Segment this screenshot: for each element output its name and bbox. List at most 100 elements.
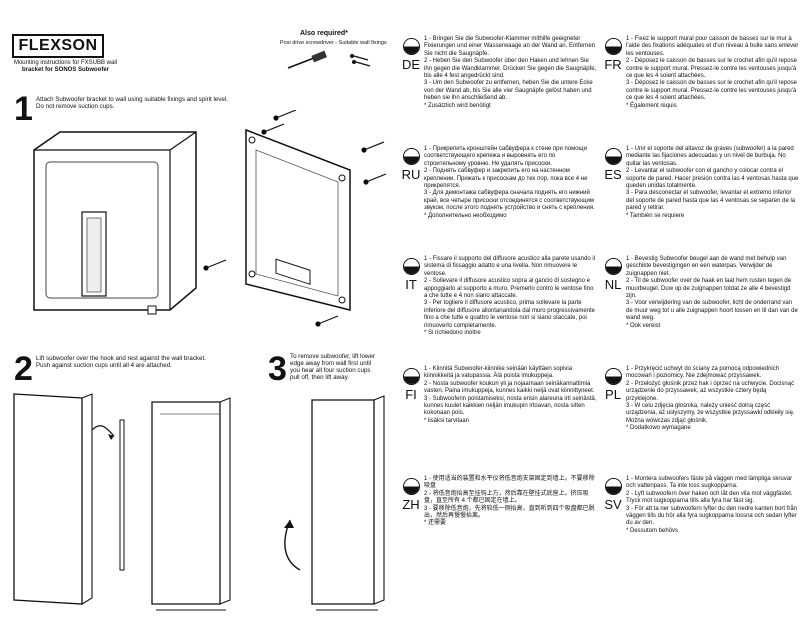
flag-icon	[605, 258, 622, 275]
language-code: FI	[405, 387, 417, 402]
language-text: 1 - Montera subwoofers fäste på väggen m…	[626, 476, 800, 535]
step-3-text-line-2: edge away from wall first until	[290, 360, 372, 367]
instruction-line: 3 - Déposez le caisson de basses sur le …	[626, 80, 797, 102]
brand-logo: FLEXSON	[12, 34, 104, 58]
language-text: 1 - Bevestig Subwoofer beugel aan de wan…	[626, 256, 800, 330]
instruction-line: 3 - Per togliere il diffusore acustico, …	[424, 300, 595, 329]
instruction-line: 2 - Sollevare il diffusore acustico sopr…	[424, 278, 594, 300]
instruction-line: * Dodatkowo wymagane	[626, 425, 691, 432]
instruction-line: 1 - Bringen Sie die Subwoofer-Klammer mi…	[424, 36, 595, 57]
flag-icon	[403, 478, 420, 495]
subtitle: Mounting instructions for FXSUBB wall br…	[8, 60, 123, 74]
language-code: DE	[401, 57, 421, 72]
instruction-line: 1 - Przykręcić uchwyt do ściany za pomoc…	[626, 366, 780, 380]
flag-icon	[605, 368, 622, 385]
step-1-text-line-2: Do not remove suction cups.	[36, 103, 115, 110]
language-code: SV	[604, 497, 622, 512]
flag-icon	[605, 478, 622, 495]
step-3-text-line-1: To remove subwoofer, lift lower	[290, 353, 375, 360]
instruction-line: * 还需要	[424, 520, 447, 527]
wall-bracket-drawing	[245, 128, 351, 311]
flag-icon	[403, 368, 420, 385]
instruction-line: * Si richiedono inoltre	[424, 330, 481, 337]
instruction-line: 3 - Subwooferin poistamiseksi, nosta ens…	[424, 395, 597, 417]
step-3-text-line-3: you hear all four suction cups	[290, 367, 371, 374]
also-required-title: Also required*	[300, 30, 348, 37]
step-1-illustration	[33, 110, 387, 327]
step-3-number: 3	[268, 350, 287, 388]
subtitle-line-1: Mounting instructions for FXSUBB wall	[13, 60, 118, 66]
flag-icon	[605, 148, 622, 165]
step-1-text: Attach Subwoofer bracket to wall using s…	[36, 96, 256, 110]
language-code: RU	[401, 167, 421, 182]
screwdriver-icon	[287, 50, 327, 69]
instruction-line: * Également requis	[626, 102, 677, 109]
step-1-text-line-1: Attach Subwoofer bracket to wall using s…	[36, 96, 228, 103]
instruction-line: 1 - Unir el soporte del altavoz de grave…	[626, 146, 794, 167]
flag-icon	[403, 258, 420, 275]
instruction-line: 1 - Kiinnitä Subwoofer-kiinnike seinään …	[424, 366, 573, 380]
instruction-line: * Zusätzlich wird benötigt	[424, 102, 491, 109]
wall-fixings-icon	[350, 54, 371, 67]
instruction-line: 3 - W celu zdjęcia głośnika, należy unie…	[626, 403, 795, 424]
language-text: 1 - Fixez le support mural pour caisson …	[626, 36, 800, 110]
instruction-line: * Дополнительно необходимо	[424, 212, 507, 219]
flag-icon	[605, 38, 622, 55]
language-text: 1 - Прикрепить кронштейн сабвуфера к сте…	[424, 146, 598, 220]
language-code: IT	[405, 277, 417, 292]
step-3-text: To remove subwoofer, lift lower edge awa…	[290, 353, 400, 381]
instruction-line: 3 - Um den Subwoofer zu entfernen, heben…	[424, 80, 593, 102]
language-text: 1 - Przykręcić uchwyt do ściany za pomoc…	[626, 366, 800, 433]
subwoofer-side-view-lift	[13, 393, 125, 605]
instruction-line: 2 - 将低音炮抬高至挂钩上方，然后靠在壁挂式底座上。挤压吸盘，直至所有 4 个…	[424, 490, 589, 505]
flag-icon	[403, 148, 420, 165]
step-1-number: 1	[14, 90, 33, 128]
instruction-line: * También se requiere	[626, 212, 685, 219]
instruction-line: 1 - Прикрепить кронштейн сабвуфера к сте…	[424, 146, 587, 167]
flag-icon	[403, 38, 420, 55]
instruction-line: 2 - Til de subwoofer over de haak en laa…	[626, 278, 792, 300]
instruction-line: 1 - Fissare il supporto del diffusore ac…	[424, 256, 595, 277]
instruction-line: 2 - Поднять сабвуфер и закрепить его на …	[424, 168, 588, 190]
subwoofer-drawing	[33, 131, 197, 315]
language-code: ZH	[402, 497, 420, 512]
step-3-text-line-4: pull off, then lift away.	[290, 374, 349, 381]
instruction-line: 2 - Nosta subwoofer koukun yli ja nojaam…	[424, 380, 595, 395]
language-text: 1 - Unir el soporte del altavoz de grave…	[626, 146, 800, 220]
subwoofer-side-view-remove	[311, 395, 385, 611]
step-2-3-illustrations	[13, 393, 385, 611]
instruction-line: 3 - För att ta ner subwoofern lyfter du …	[626, 505, 798, 527]
instruction-line: 1 - Montera subwoofers fäste på väggen m…	[626, 476, 793, 490]
instruction-line: 2 - Levantar el subwoofer con el gancho …	[626, 168, 799, 190]
also-required-items: Posi drive screwdriver - Suitable wall f…	[280, 40, 387, 46]
instruction-line: * Dessutom behövs	[626, 527, 679, 534]
step-2-text-line-2: Push against suction cups until all 4 ar…	[36, 362, 172, 369]
language-text: 1 - Fissare il supporto del diffusore ac…	[424, 256, 598, 337]
instruction-line: 2 - Déposez le caisson de basses sur le …	[626, 58, 797, 80]
language-text: 1 - Bringen Sie die Subwoofer-Klammer mi…	[424, 36, 598, 110]
instruction-line: 1 - Bevestig Subwoofer beugel aan de wan…	[626, 256, 787, 277]
instruction-line: 1 - Fixez le support mural pour caisson …	[626, 36, 799, 57]
subtitle-line-2: bracket for SONOS Subwoofer	[21, 67, 109, 73]
instruction-line: 2 - Lyft subwoofern över haken och låt d…	[626, 490, 793, 505]
instruction-line: 3 - Voor verwijdering van de subwoofer, …	[626, 300, 798, 322]
language-code: NL	[604, 277, 622, 292]
subwoofer-side-view-attached	[151, 397, 231, 611]
instruction-line: 3 - Para desconectar el subwoofer, levan…	[626, 190, 796, 212]
instruction-line: * lisäksi tarvitaan	[424, 417, 470, 424]
language-text: 1 - Kiinnitä Subwoofer-kiinnike seinään …	[424, 366, 598, 425]
step-2-text: Lift subwoofer over the hook and rest ag…	[36, 355, 266, 369]
language-code: FR	[604, 57, 622, 72]
instruction-line: 2 - Przełożyć głośnik przez hak i oprzeć…	[626, 380, 795, 402]
instruction-line: 3 - Для демонтажа сабвуфера сначала подн…	[424, 190, 595, 212]
tools-illustration	[287, 50, 371, 69]
language-code: ES	[604, 167, 622, 182]
instruction-line: 2 - Heben Sie den Subwoofer über den Hak…	[424, 58, 597, 80]
instruction-line: 1 - 使用适当的装置和水平仪将低音炮支架固定到墙上。不要移除吸盘	[424, 476, 595, 490]
arrow-icon	[91, 425, 115, 440]
step-2-text-line-1: Lift subwoofer over the hook and rest ag…	[36, 355, 206, 362]
step-2-number: 2	[14, 350, 33, 388]
instruction-line: 3 - 要移除低音炮，先将较低一侧抬高，直到听到四个吸盘都已脱出，然后再慢慢抬离…	[424, 505, 595, 520]
language-code: PL	[605, 387, 621, 402]
